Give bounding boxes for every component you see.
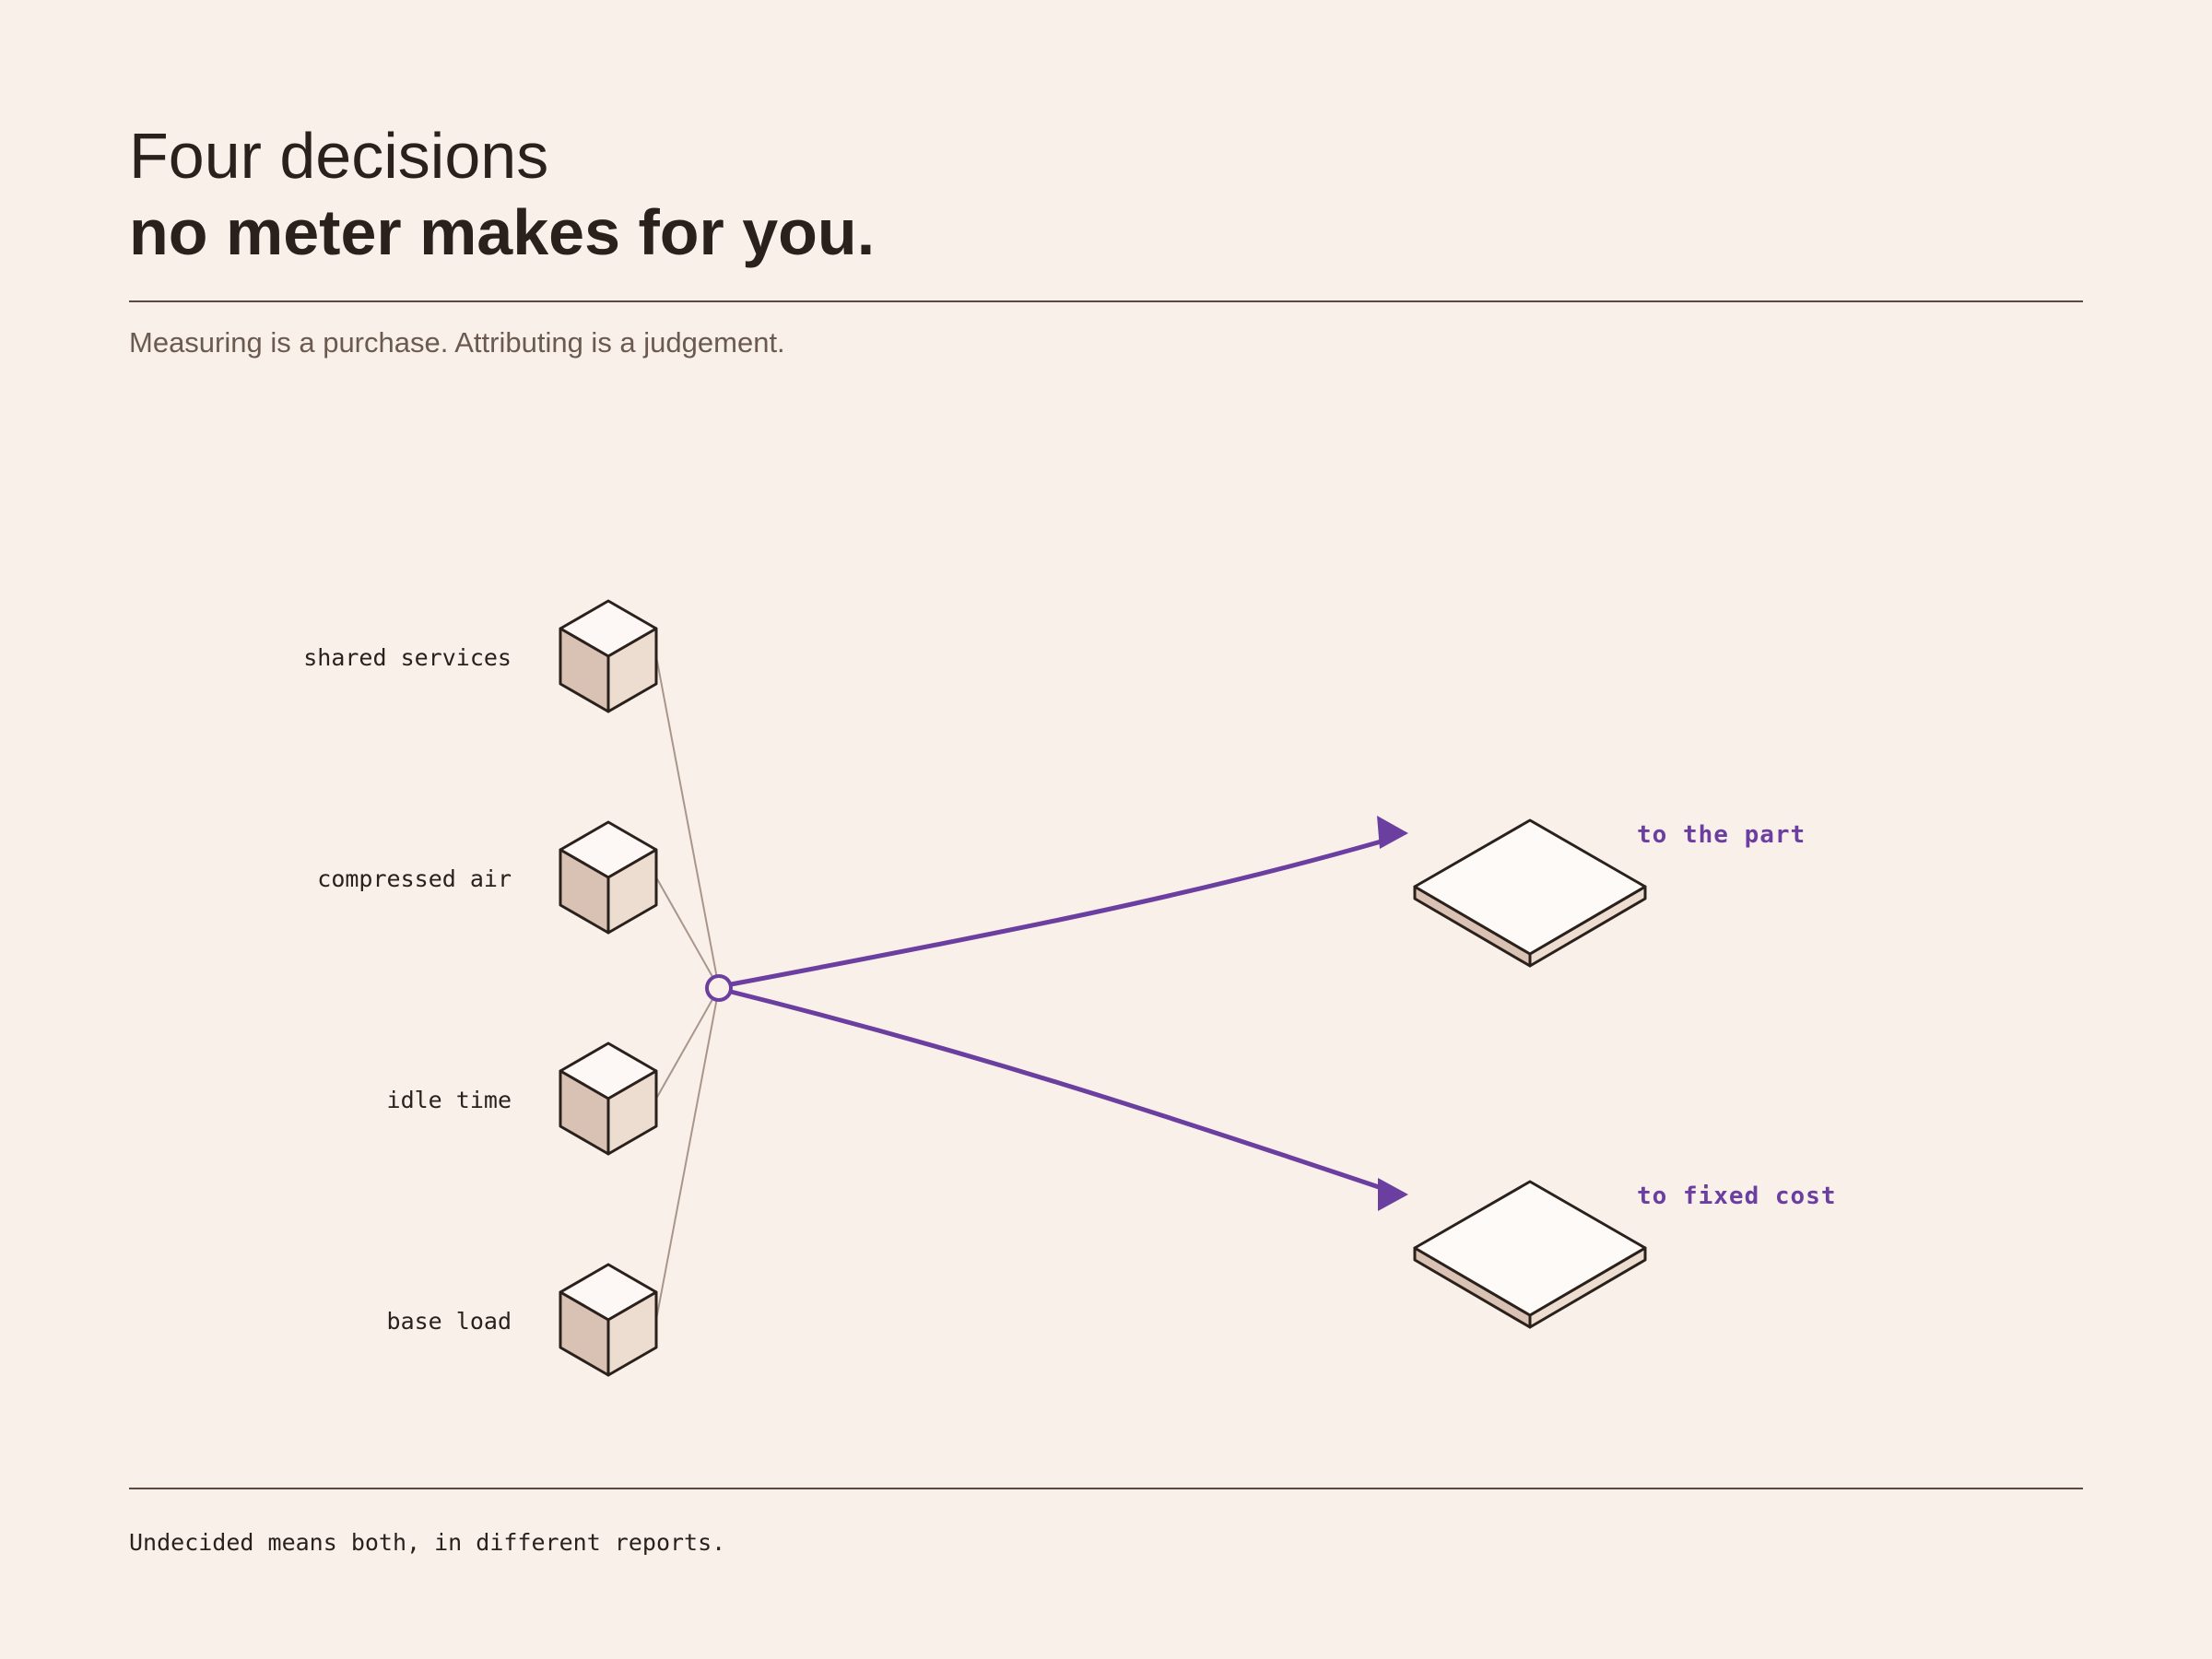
title-line-1: Four decisions [129, 120, 549, 192]
source-cube-shared-services [559, 599, 658, 713]
source-label-shared-services: shared services [303, 644, 512, 671]
arrowhead-to-fixed-cost [1378, 1178, 1408, 1211]
subtitle: Measuring is a purchase. Attributing is … [129, 326, 785, 359]
connector-compressed-air [655, 877, 720, 989]
title-line-2: no meter makes for you. [129, 196, 876, 268]
source-label-base-load: base load [387, 1308, 512, 1335]
destination-platform-fixed-cost [1413, 1180, 1647, 1329]
footnote: Undecided means both, in different repor… [129, 1529, 726, 1556]
connector-lines [655, 655, 720, 1321]
destination-label-fixed-cost: to fixed cost [1637, 1182, 1837, 1210]
footer-divider [129, 1488, 2083, 1489]
connector-idle-time [655, 987, 720, 1100]
arrowhead-to-the-part [1377, 816, 1408, 849]
destination-platform-part [1413, 818, 1647, 968]
connector-base-load [655, 987, 720, 1321]
connector-shared-services [655, 655, 720, 989]
destination-label-part: to the part [1637, 821, 1806, 849]
arrow-to-the-part [728, 838, 1387, 987]
source-cube-base-load [559, 1263, 658, 1377]
source-cube-idle-time [559, 1041, 658, 1156]
arrow-to-fixed-cost [728, 989, 1387, 1192]
allocation-hub [705, 974, 733, 1002]
source-cube-compressed-air [559, 820, 658, 935]
header-divider [129, 300, 2083, 302]
source-label-idle-time: idle time [387, 1087, 512, 1113]
source-label-compressed-air: compressed air [317, 865, 512, 892]
